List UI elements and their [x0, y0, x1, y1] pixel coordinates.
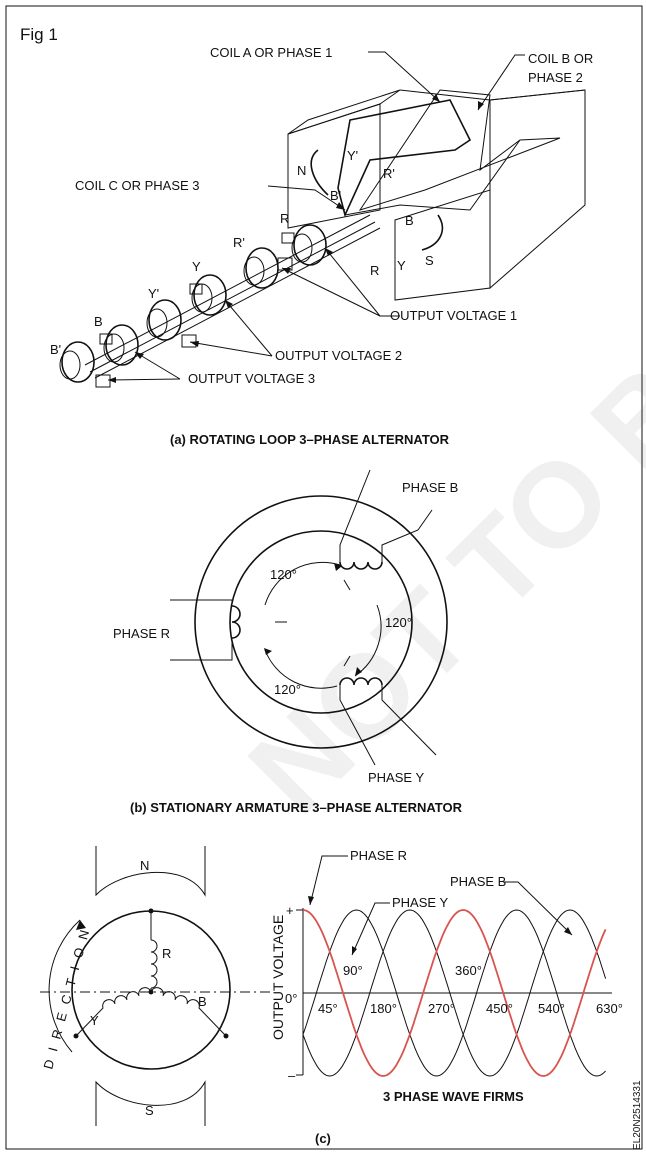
- angle-label-top: 120°: [270, 567, 297, 582]
- plus-label: +: [286, 903, 294, 918]
- output-voltage-2-label: OUTPUT VOLTAGE 2: [275, 348, 402, 363]
- pole-n-label: N: [297, 163, 306, 178]
- tick-label-upper: 90°: [343, 963, 363, 978]
- phase-y-label: PHASE Y: [368, 770, 424, 785]
- coil-b-label-line2: PHASE 2: [528, 70, 583, 85]
- ring-y-label: Y: [192, 259, 201, 274]
- tick-label-lower: 45°: [318, 1001, 338, 1016]
- angle-label-bottom: 120°: [274, 682, 301, 697]
- ring-r-prime-label: R': [233, 235, 245, 250]
- wave-title: 3 PHASE WAVE FIRMS: [383, 1089, 524, 1104]
- pole-n-label-c: N: [140, 858, 149, 873]
- phase-r-wave-label: PHASE R: [350, 848, 407, 863]
- part-c-waveform: + – 0° PHASE R PHASE Y PHASE B OUTPUT VO…: [270, 848, 623, 1104]
- caption-b: (b) STATIONARY ARMATURE 3–PHASE ALTERNAT…: [130, 800, 463, 815]
- direction-label: DIRECTION: [40, 920, 94, 1071]
- figure-label: Fig 1: [20, 25, 58, 44]
- coil-phase-r: [170, 600, 240, 660]
- coil-r-label: R: [370, 263, 379, 278]
- coil-c-label: COIL C OR PHASE 3: [75, 178, 200, 193]
- pole-s-label: S: [425, 253, 434, 268]
- coil-b-label-line1: COIL B OR: [528, 51, 593, 66]
- coil-y-label-c: Y: [90, 1013, 99, 1028]
- ring-r-label: R: [280, 211, 289, 226]
- slip-ring-y: [190, 275, 226, 315]
- phase-b-wave-label: PHASE B: [450, 874, 506, 889]
- pole-n-shoe: [96, 846, 205, 895]
- output-voltage-1-label: OUTPUT VOLTAGE 1: [390, 308, 517, 323]
- coil-y-prime-label: Y': [347, 148, 358, 163]
- coil-b-label: B: [405, 213, 414, 228]
- magnet-s-block: [395, 90, 585, 300]
- ring-b-label: B: [94, 314, 103, 329]
- side-code: EL20N2514331: [632, 1080, 643, 1150]
- phase-r-label: PHASE R: [113, 626, 170, 641]
- ring-b-prime-label: B': [50, 342, 61, 357]
- output-voltage-3-label: OUTPUT VOLTAGE 3: [188, 371, 315, 386]
- tick-labels: 90° 360° 45° 180° 270° 450° 540° 630°: [318, 963, 623, 1016]
- y-axis-label: OUTPUT VOLTAGE: [270, 915, 286, 1040]
- tick-label-lower: 540°: [538, 1001, 565, 1016]
- phase-b-label: PHASE B: [402, 480, 458, 495]
- ring-y-prime-label: Y': [148, 286, 159, 301]
- tick-label-lower: 270°: [428, 1001, 455, 1016]
- phase-y-wave-label: PHASE Y: [392, 895, 448, 910]
- watermark: NOT TO BE REPUBLISHED ©: [224, 0, 646, 838]
- coil-r-label-c: R: [162, 946, 171, 961]
- tick-label-lower: 450°: [486, 1001, 513, 1016]
- svg-text:NOT TO BE REPUBLISHED ©: NOT TO BE REPUBLISHED ©: [224, 0, 646, 838]
- minus-label: –: [288, 1068, 296, 1083]
- zero-degree-label: 0°: [285, 991, 297, 1006]
- angle-label-right: 120°: [385, 615, 412, 630]
- caption-c: (c): [315, 1131, 331, 1146]
- caption-a: (a) ROTATING LOOP 3–PHASE ALTERNATOR: [170, 432, 450, 447]
- pole-s-label-c: S: [145, 1103, 154, 1118]
- coil-b-label-c: B: [198, 994, 207, 1009]
- coil-b-prime-label: B': [330, 188, 341, 203]
- slip-ring-y-prime: [147, 300, 196, 347]
- part-a-rotating-loop: COIL A OR PHASE 1 COIL B OR PHASE 2 COIL…: [50, 45, 593, 447]
- part-c-machine: N S R B Y DIRECTION: [40, 846, 270, 1126]
- coil-y-label: Y: [397, 258, 406, 273]
- tick-label-lower: 630°: [596, 1001, 623, 1016]
- slip-ring-b: [100, 325, 138, 365]
- coil-r-prime-label: R': [383, 166, 395, 181]
- coil-a-label: COIL A OR PHASE 1: [210, 45, 332, 60]
- tick-label-lower: 180°: [370, 1001, 397, 1016]
- tick-label-upper: 360°: [455, 963, 482, 978]
- part-a-leaders: [108, 52, 525, 383]
